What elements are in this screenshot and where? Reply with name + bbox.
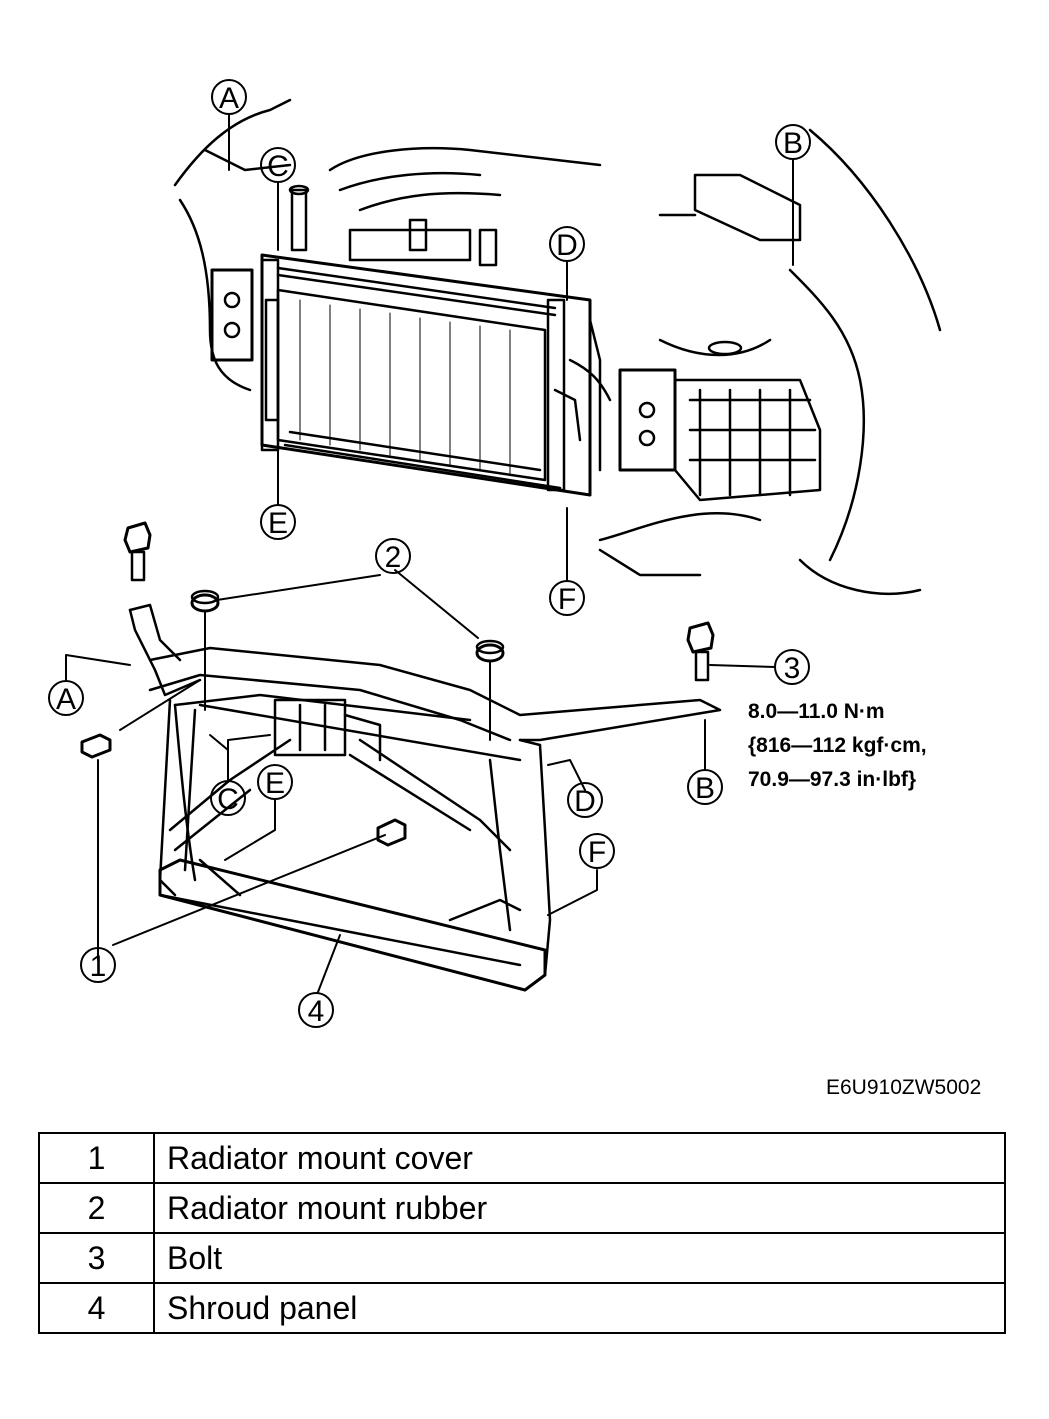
svg-text:4: 4 (308, 995, 325, 1028)
svg-text:C: C (217, 783, 239, 816)
parts-table: 1 Radiator mount cover 2 Radiator mount … (38, 1132, 1006, 1334)
callout-part-4: 4 (298, 992, 334, 1028)
part-number: 1 (38, 1132, 155, 1184)
torque-line-2: {816—112 kgf·cm, (748, 734, 927, 757)
bottom-leader-lines (65, 569, 776, 993)
callout-top-c: C (260, 147, 296, 183)
part-name: Radiator mount rubber (153, 1182, 1006, 1234)
torque-line-3: 70.9—97.3 in·lbf} (748, 768, 916, 791)
callout-bottom-d: D (567, 782, 603, 818)
svg-text:F: F (588, 836, 606, 869)
callout-bottom-f: F (579, 833, 615, 869)
svg-text:D: D (574, 785, 596, 818)
callout-bottom-b: B (687, 769, 723, 805)
svg-text:3: 3 (784, 652, 801, 685)
callout-top-a: A (211, 79, 247, 115)
table-row: 2 Radiator mount rubber (38, 1182, 1006, 1234)
part-number: 3 (38, 1232, 155, 1284)
callout-part-2: 2 (375, 538, 411, 574)
part-name: Bolt (153, 1232, 1006, 1284)
shroud-panel-illustration (80, 521, 722, 992)
callout-part-1: 1 (80, 947, 116, 983)
svg-text:B: B (695, 772, 715, 805)
table-row: 1 Radiator mount cover (38, 1132, 1006, 1184)
callout-bottom-a: A (48, 680, 84, 716)
svg-text:F: F (558, 583, 576, 616)
callout-part-3: 3 (774, 649, 810, 685)
top-leader-lines (228, 114, 794, 581)
svg-text:A: A (219, 82, 239, 115)
svg-text:A: A (56, 683, 76, 716)
part-number: 4 (38, 1282, 155, 1334)
engine-bay-illustration (173, 98, 942, 595)
callout-top-d: D (549, 226, 585, 262)
callout-top-f: F (549, 580, 585, 616)
figure-code: E6U910ZW5002 (826, 1076, 982, 1099)
svg-text:E: E (265, 767, 285, 800)
callout-top-e: E (260, 504, 296, 540)
callout-bottom-c: C (210, 780, 246, 816)
callout-top-b: B (775, 124, 811, 160)
svg-text:C: C (267, 150, 289, 183)
part-number: 2 (38, 1182, 155, 1234)
svg-text:B: B (783, 127, 803, 160)
torque-line-1: 8.0—11.0 N·m (748, 700, 885, 723)
torque-spec: 8.0—11.0 N·m {816—112 kgf·cm, 70.9—97.3 … (748, 700, 927, 791)
svg-text:2: 2 (385, 541, 402, 574)
part-name: Radiator mount cover (153, 1132, 1006, 1184)
part-name: Shroud panel (153, 1282, 1006, 1334)
svg-text:E: E (268, 507, 288, 540)
callout-bottom-e: E (257, 764, 293, 800)
svg-text:D: D (556, 229, 578, 262)
table-row: 3 Bolt (38, 1232, 1006, 1284)
svg-text:1: 1 (90, 950, 107, 983)
exploded-diagram: A B C D E F (48, 79, 942, 1028)
table-row: 4 Shroud panel (38, 1282, 1006, 1334)
